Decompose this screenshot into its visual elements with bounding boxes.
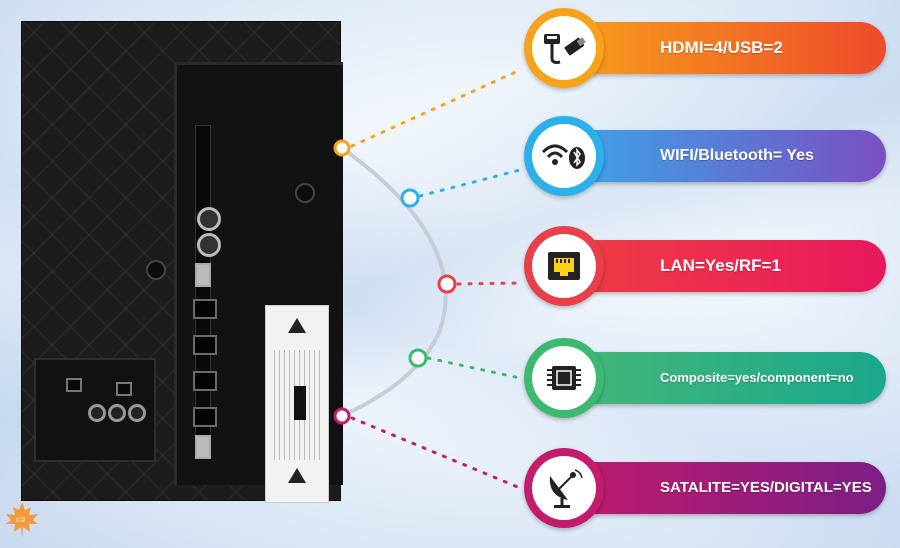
feature-icon-badge <box>524 226 604 306</box>
feature-pill: SATALITE=YES/DIGITAL=YES <box>564 462 886 514</box>
hdmi-port <box>193 407 217 427</box>
feature-label: LAN=Yes/RF=1 <box>660 256 781 275</box>
tv-rear-panel-photo <box>22 22 343 503</box>
feature-pill: LAN=Yes/RF=1 <box>564 240 886 292</box>
feature-pill: HDMI=4/USB=2 <box>564 22 886 74</box>
hdmi-port <box>193 371 217 391</box>
warning-triangle-icon <box>288 318 306 333</box>
feature-lan-rf: LAN=Yes/RF=1 <box>524 226 886 306</box>
node-dot <box>333 407 351 425</box>
antenna-port <box>197 207 221 231</box>
feature-wifi-bluetooth: WIFI/Bluetooth= Yes <box>524 116 886 196</box>
feature-composite-component: Composite=yes/component=no <box>524 338 886 418</box>
feature-label: WIFI/Bluetooth= Yes <box>660 147 814 164</box>
hdmi-port <box>193 335 217 355</box>
node-dot <box>333 139 351 157</box>
rca-port <box>128 404 146 422</box>
connector-bay <box>174 62 343 503</box>
rca-port <box>88 404 106 422</box>
hdmi-usb-icon <box>544 34 586 64</box>
svg-text:ca: ca <box>16 515 25 524</box>
mount-hole <box>146 260 166 280</box>
caution-box <box>294 386 306 420</box>
node-dot <box>400 188 420 208</box>
lan-port-icon <box>548 252 580 280</box>
feature-pill: Composite=yes/component=no <box>564 352 886 404</box>
satellite-port <box>197 233 221 257</box>
feature-pill: WIFI/Bluetooth= Yes <box>564 130 886 182</box>
power-button <box>295 183 315 203</box>
usb-port <box>195 435 211 459</box>
hdmi-port <box>193 299 217 319</box>
feature-label: Composite=yes/component=no <box>660 370 854 385</box>
feature-satellite-digital: SATALITE=YES/DIGITAL=YES <box>524 448 886 528</box>
feature-label: HDMI=4/USB=2 <box>660 38 783 57</box>
rating-label <box>265 305 329 503</box>
feature-icon-badge <box>524 116 604 196</box>
feature-icon-badge <box>524 448 604 528</box>
feature-icon-badge <box>524 8 604 88</box>
feature-label: SATALITE=YES/DIGITAL=YES <box>660 479 872 496</box>
side-connector-bay <box>34 358 156 462</box>
maple-leaf-logo: ca <box>6 502 38 538</box>
chip-icon <box>547 366 581 390</box>
feature-hdmi-usb: HDMI=4/USB=2 <box>524 8 886 88</box>
node-dot <box>437 274 457 294</box>
satellite-dish-icon <box>549 469 583 508</box>
optical-port <box>116 382 132 396</box>
lan-port <box>66 378 82 392</box>
rca-port <box>108 404 126 422</box>
feature-icon-badge <box>524 338 604 418</box>
warning-triangle-icon <box>288 468 306 483</box>
wifi-bluetooth-icon <box>541 144 585 169</box>
usb-port <box>195 263 211 287</box>
node-dot <box>408 348 428 368</box>
